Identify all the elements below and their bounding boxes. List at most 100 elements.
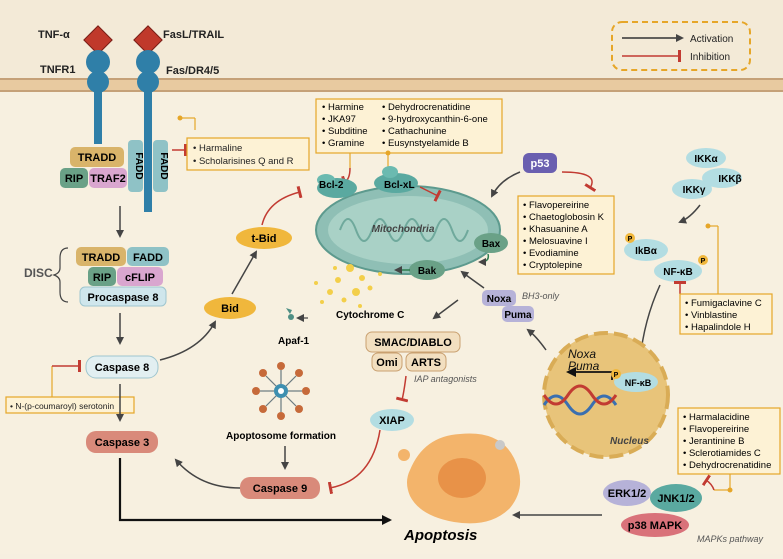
- mapks-pathway-label: MAPKs pathway: [697, 534, 764, 544]
- cell-membrane: [0, 78, 783, 92]
- ikba-pill: [624, 239, 668, 261]
- disc-tradd-label: TRADD: [82, 252, 121, 264]
- omi-label: Omi: [376, 357, 397, 369]
- legend: Activation Inhibition: [611, 21, 751, 71]
- bak-label: Bak: [418, 266, 437, 277]
- ikk-alpha-label: IKKα: [694, 154, 718, 165]
- scholarisines-item: • Scholarisines Q and R: [193, 156, 294, 167]
- fas-ligand: [133, 25, 163, 55]
- smac-pill: [365, 331, 461, 353]
- fadd-label-right: FADD: [158, 152, 169, 179]
- noxa-label: Noxa: [487, 294, 512, 305]
- harmaline-box: [186, 137, 310, 171]
- ikba-phospho-label: P: [628, 236, 633, 243]
- omi-pill: [371, 352, 403, 372]
- bcl2-protein: [317, 174, 357, 198]
- nucleus-nfkb-label: NF-κB: [625, 378, 652, 388]
- cytochrome-c-dots: [314, 264, 382, 308]
- p38-pill: [621, 513, 689, 537]
- ikk-alpha-pill: [686, 148, 726, 168]
- p38-label: p38 MAPK: [628, 520, 682, 532]
- fas-receptor: [136, 50, 160, 212]
- erk-label: ERK1/2: [608, 488, 647, 500]
- jerantinine-item: • Jerantinine B: [683, 436, 744, 447]
- evodiamine-item: • Evodiamine: [523, 248, 579, 259]
- jnk-pill: [650, 484, 702, 512]
- bclxl-protein: [374, 166, 418, 193]
- ikba-phospho-dot: [625, 233, 635, 243]
- jka97-item: • JKA97: [322, 114, 356, 125]
- bcl-inhibitor-box: [315, 98, 503, 154]
- erk-pill: [603, 480, 651, 506]
- legend-activation-label: Activation: [690, 34, 733, 45]
- tnf-alpha-label: TNF-α: [38, 29, 70, 41]
- noxa-pill: [482, 290, 516, 306]
- hydroxycanthin-item: • 9-hydroxycanthin-6-one: [382, 114, 488, 125]
- receptor-complex: TRADD RIP TRAF2 FADD FADD: [60, 140, 169, 192]
- traf2-label: TRAF2: [90, 173, 125, 185]
- disc-rip-label: RIP: [93, 272, 111, 284]
- khasuanine-item: • Khasuanine A: [523, 224, 588, 235]
- coumaroyl-box: [5, 396, 135, 414]
- ikk-gamma-label: IKKγ: [683, 185, 706, 196]
- fumigaclavine-item: • Fumigaclavine C: [685, 298, 762, 309]
- nfkb-label: NF-κB: [663, 267, 692, 278]
- iap-antagonists-label: IAP antagonists: [414, 374, 477, 384]
- ikk-beta-label: IKKβ: [718, 174, 741, 185]
- p53-label: p53: [531, 158, 550, 170]
- caspase3-label: Caspase 3: [95, 437, 149, 449]
- bcl2-label: Bcl-2: [319, 180, 344, 191]
- nucleus-nfkb-pill: [614, 372, 658, 392]
- apoptosome-wheel: [252, 362, 310, 420]
- apaf1-label: Apaf-1: [278, 336, 310, 347]
- bax-label: Bax: [482, 239, 501, 250]
- rip-label: RIP: [65, 173, 83, 185]
- apoptosome-label: Apoptosome formation: [226, 431, 336, 442]
- apoptotic-cell: [398, 433, 521, 524]
- tbid-label: t-Bid: [251, 233, 276, 245]
- p53-inhibitor-box: [517, 195, 615, 275]
- bclxl-label: Bcl-xL: [384, 180, 415, 191]
- cryptolepine-item: • Cryptolepine: [523, 260, 582, 271]
- legend-inhibition-label: Inhibition: [690, 52, 730, 63]
- tradd-label: TRADD: [78, 152, 117, 164]
- bax-pill: [474, 233, 508, 253]
- xiap-label: XIAP: [379, 415, 405, 427]
- fasl-trail-label: FasL/TRAIL: [163, 29, 224, 41]
- dna-helix: [542, 384, 618, 416]
- extracellular-space: [0, 0, 783, 78]
- nucleus-label: Nucleus: [610, 436, 649, 447]
- hapalindole-item: • Hapalindole H: [685, 322, 751, 333]
- mapk-inhibitor-box: [677, 407, 781, 475]
- chaetoglobosin-item: • Chaetoglobosin K: [523, 212, 605, 223]
- arts-label: ARTS: [411, 357, 441, 369]
- ikk-beta-pill: [702, 168, 742, 188]
- xiap-pill: [370, 409, 414, 431]
- nfkb-phospho-label: P: [701, 258, 706, 265]
- coumaroyl-item: • N-(p-coumaroyl) serotonin: [10, 401, 114, 411]
- gramine-item: • Gramine: [322, 138, 364, 149]
- nucleus-phospho-label: P: [614, 372, 619, 379]
- cytochrome-c-label: Cytochrome C: [336, 310, 404, 321]
- sclerotiamides-item: • Sclerotiamides C: [683, 448, 761, 459]
- tnfr1-label: TNFR1: [40, 64, 75, 76]
- nucleus-phospho-dot: [611, 369, 621, 379]
- mitochondria-label: Mitochondria: [372, 224, 435, 235]
- puma-pill: [502, 306, 534, 322]
- disc-label: DISC: [24, 266, 53, 280]
- caspase9-label: Caspase 9: [253, 483, 307, 495]
- nfkb-pill: [654, 260, 702, 282]
- mitochondria: [315, 185, 501, 275]
- nfkb-phospho-dot: [698, 255, 708, 265]
- bid-label: Bid: [221, 303, 239, 315]
- nucleus-puma-label: Puma: [568, 359, 600, 373]
- flavopereirine-item: • Flavopereirine: [523, 200, 589, 211]
- disc-cflip-label: cFLIP: [125, 272, 155, 284]
- disc-complex: TRADD FADD RIP cFLIP Procaspase 8: [76, 247, 169, 307]
- smac-label: SMAC/DIABLO: [374, 337, 452, 349]
- caspase8-pill: [85, 355, 159, 379]
- bak-pill: [409, 260, 445, 280]
- fas-dr-label: Fas/DR4/5: [166, 65, 219, 77]
